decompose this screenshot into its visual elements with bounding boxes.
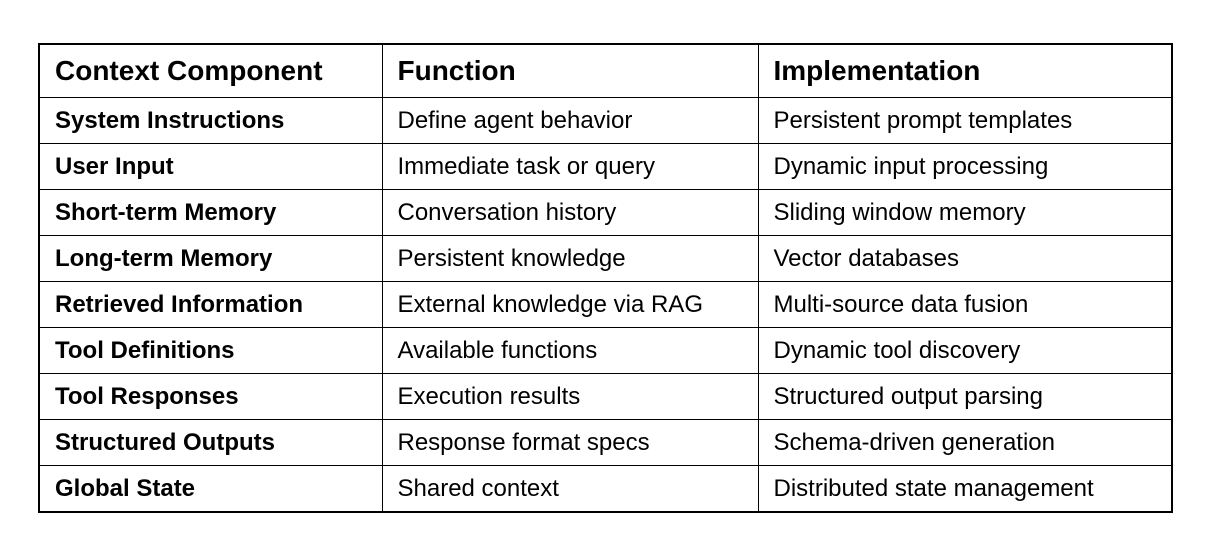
function-cell: Immediate task or query: [381, 143, 759, 190]
implementation-cell: Vector databases: [757, 235, 1173, 282]
implementation-cell: Multi-source data fusion: [757, 281, 1173, 328]
component-cell: Global State: [38, 465, 383, 513]
function-cell: Conversation history: [381, 189, 759, 236]
implementation-cell: Sliding window memory: [757, 189, 1173, 236]
header-implementation: Implementation: [757, 43, 1173, 98]
function-cell: Response format specs: [381, 419, 759, 466]
context-components-table: Context Component Function Implementatio…: [38, 43, 1173, 513]
header-row: Context Component Function Implementatio…: [38, 43, 1173, 98]
implementation-cell: Distributed state management: [757, 465, 1173, 513]
implementation-cell: Dynamic tool discovery: [757, 327, 1173, 374]
function-cell: Execution results: [381, 373, 759, 420]
component-cell: Short-term Memory: [38, 189, 383, 236]
component-cell: Structured Outputs: [38, 419, 383, 466]
component-cell: User Input: [38, 143, 383, 190]
component-cell: Long-term Memory: [38, 235, 383, 282]
implementation-cell: Schema-driven generation: [757, 419, 1173, 466]
component-cell: Tool Definitions: [38, 327, 383, 374]
header-context-component: Context Component: [38, 43, 383, 98]
component-cell: System Instructions: [38, 97, 383, 144]
function-cell: Persistent knowledge: [381, 235, 759, 282]
function-cell: Available functions: [381, 327, 759, 374]
component-cell: Retrieved Information: [38, 281, 383, 328]
function-cell: External knowledge via RAG: [381, 281, 759, 328]
function-cell: Shared context: [381, 465, 759, 513]
component-cell: Tool Responses: [38, 373, 383, 420]
implementation-cell: Persistent prompt templates: [757, 97, 1173, 144]
implementation-cell: Dynamic input processing: [757, 143, 1173, 190]
function-cell: Define agent behavior: [381, 97, 759, 144]
implementation-cell: Structured output parsing: [757, 373, 1173, 420]
header-function: Function: [381, 43, 759, 98]
